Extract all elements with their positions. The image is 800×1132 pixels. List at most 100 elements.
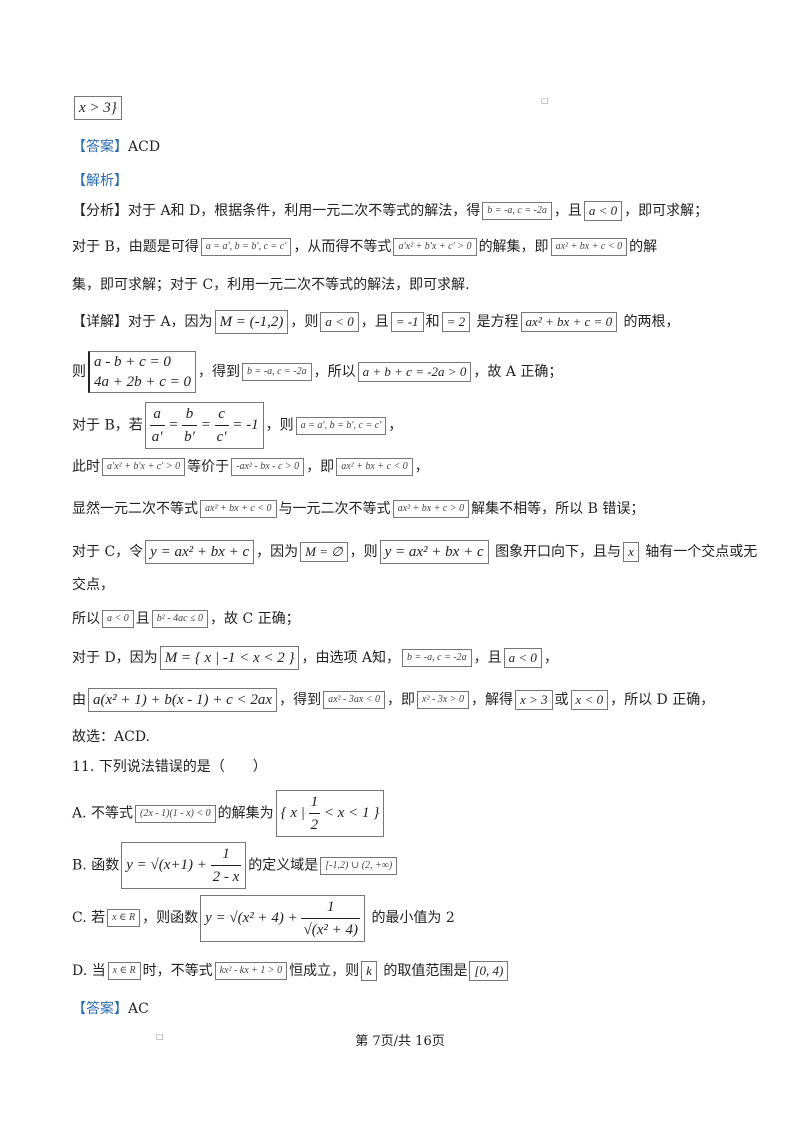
math-box: M = ∅ <box>300 542 348 562</box>
math-box: x > 3} <box>74 96 122 120</box>
math-box: ax² - 3ax < 0 <box>323 691 386 709</box>
numerator: 1 <box>308 791 321 814</box>
set-close: < x < 1 } <box>323 804 380 821</box>
equals: = <box>168 416 179 433</box>
text: 则 <box>72 364 86 380</box>
text: ，从而得不等式 <box>293 239 392 255</box>
math-box: k <box>361 961 377 981</box>
text: 对于 B，若 <box>72 417 143 434</box>
text: ，即可求解； <box>624 203 709 219</box>
text: 对于 B，由题是可得 <box>72 239 199 255</box>
math-box: x ∈ R <box>107 909 141 927</box>
text: 轴有一个交点或无 <box>645 544 758 560</box>
math-box: ax² + bx + c < 0 <box>200 500 277 518</box>
text: 时，不等式 <box>142 963 213 979</box>
page-footer: 第 7页/共 16页 <box>355 1034 445 1049</box>
text: ，且 <box>553 203 582 219</box>
math-box: a′x² + b′x + c′ > 0 <box>102 458 186 476</box>
text: ，即 <box>306 459 335 475</box>
text: 所以 <box>72 611 100 627</box>
numerator: b <box>182 403 197 426</box>
math-box: ax² + bx + c > 0 <box>392 500 470 518</box>
text: ，且 <box>473 650 502 666</box>
text: 且 <box>135 611 150 627</box>
math-box: x < 0 <box>570 690 609 710</box>
text: 和 <box>425 314 440 330</box>
math-box: a < 0 <box>320 312 359 332</box>
text: 对于 C，令 <box>72 544 144 560</box>
text: 图象开口向下，且与 <box>495 544 622 560</box>
denominator: b′ <box>184 429 195 445</box>
text: 的取值范围是 <box>383 963 468 979</box>
math-box: ax² + bx + c = 0 <box>520 312 618 332</box>
math-box: a < 0 <box>583 201 623 221</box>
text: ，故 A 正确； <box>473 364 563 380</box>
set-open: { x | <box>280 804 305 821</box>
math-box: x > 3 <box>515 690 553 710</box>
text: 的定义域是 <box>248 857 319 874</box>
math-box: y = ax² + bx + c <box>145 540 255 564</box>
function-expression: y = √(x² + 4) + 1√(x² + 4) <box>200 894 365 942</box>
math-box: -ax² - bx - c > 0 <box>231 458 305 476</box>
numerator: c <box>214 403 229 426</box>
math-box: a < 0 <box>503 648 542 668</box>
text: 由 <box>72 692 86 708</box>
text: 的解集为 <box>217 805 274 822</box>
text: 是方程 <box>476 314 519 330</box>
denominator: 2 <box>310 817 319 833</box>
math-box: x <box>623 542 639 562</box>
numerator: 1 <box>301 896 360 919</box>
text: 的两根， <box>623 314 680 330</box>
text: ，得到 <box>279 692 322 708</box>
line-13: 交点， <box>72 574 114 596</box>
fraction: b b′ <box>182 403 197 448</box>
math-box: a = a′, b = b′, c = c′ <box>295 416 387 435</box>
math-box: M = (-1,2) <box>214 310 289 334</box>
text: 或 <box>554 692 569 708</box>
text: ，由选项 A知， <box>301 650 401 666</box>
math-box: b² - 4ac ≤ 0 <box>151 610 209 628</box>
math-box: ax² + bx + c < 0 <box>550 238 628 256</box>
text: ，则 <box>265 417 294 434</box>
denominator: a′ <box>151 429 163 445</box>
fraction: 1√(x² + 4) <box>301 896 360 941</box>
math-box: [0, 4) <box>469 961 509 981</box>
text: 对于 A和 D，根据条件，利用一元二次不等式的解法，得 <box>128 203 481 219</box>
math-box: a(x² + 1) + b(x - 1) + c < 2ax <box>88 688 278 712</box>
text: ，因为 <box>256 544 299 560</box>
text: ， <box>414 459 429 475</box>
math-box: a′x² + b′x + c′ > 0 <box>393 238 477 256</box>
text: 交点， <box>72 577 114 593</box>
text: 此时 <box>72 459 100 475</box>
text: ，得到 <box>198 364 241 380</box>
denominator: 2 - x <box>212 869 240 885</box>
answer-line-11: 【答案】AC <box>72 998 149 1020</box>
text: ，所以 D 正确， <box>610 692 715 708</box>
equation-row: a - b + c = 0 <box>94 354 171 370</box>
equals: = <box>200 416 211 433</box>
equals: = -1 <box>232 416 259 433</box>
text: ，解得 <box>471 692 513 708</box>
text: 对于 D，因为 <box>72 650 158 666</box>
math-box: [-1,2) ∪ (2, +∞) <box>320 856 398 875</box>
expr-part: y = √(x+1) + <box>126 856 207 873</box>
line-01: x > 3} <box>72 96 124 120</box>
answer-text: AC <box>128 1001 149 1017</box>
text: 的解集，即 <box>478 239 549 255</box>
